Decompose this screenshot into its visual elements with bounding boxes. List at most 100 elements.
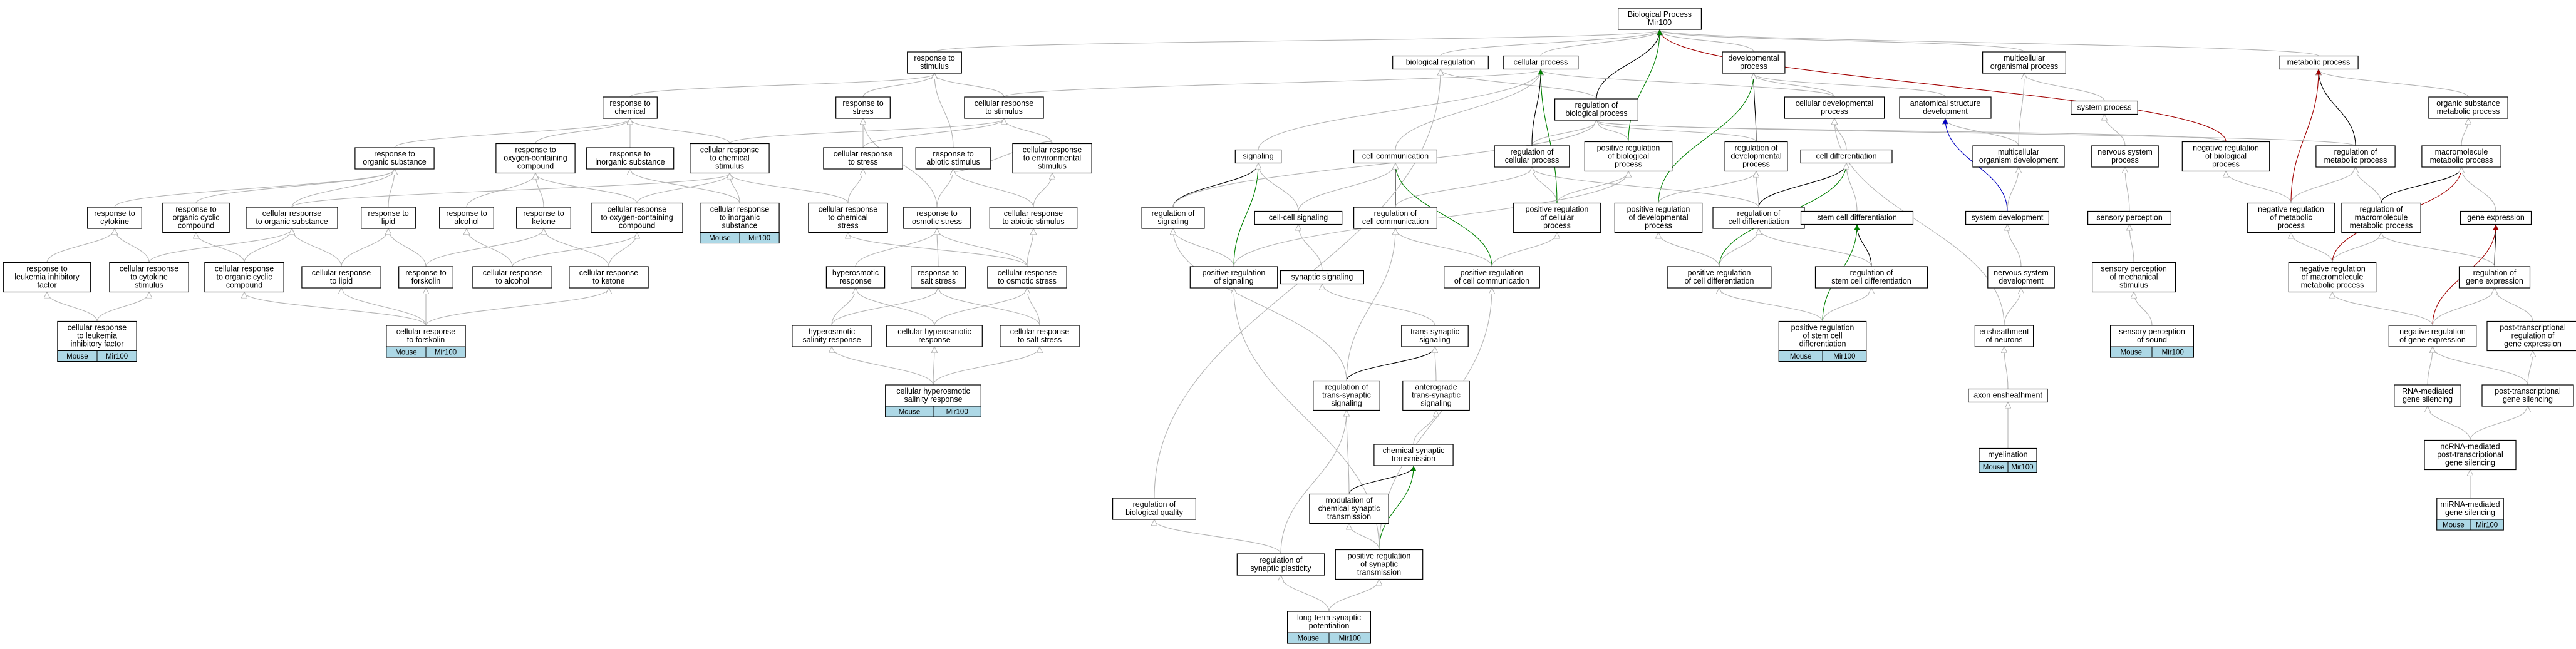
go-term-node-mp[interactable]: metabolic process xyxy=(2279,55,2359,70)
go-term-node-sig[interactable]: signaling xyxy=(1234,149,1282,164)
go-term-node-sysp[interactable]: system process xyxy=(2071,100,2138,115)
go-term-node-sensp[interactable]: sensory perception xyxy=(2087,210,2172,225)
go-term-node-ccs[interactable]: cell-cell signaling xyxy=(1254,210,1343,225)
go-term-node-cd[interactable]: cell differentiation xyxy=(1800,149,1893,164)
go-term-node-breg[interactable]: biological regulation xyxy=(1392,55,1489,70)
go-term-node-axe[interactable]: axon ensheathment xyxy=(1968,388,2048,403)
go-term-node-scd[interactable]: stem cell differentiation xyxy=(1800,210,1914,225)
go-term-node-sysdev[interactable]: system development xyxy=(1965,210,2050,225)
go-term-node-cp[interactable]: cellular process xyxy=(1503,55,1579,70)
go-term-node-ge[interactable]: gene expression xyxy=(2460,210,2532,225)
go-term-node-synsig[interactable]: synaptic signaling xyxy=(1280,270,1364,285)
go-term-node-cc[interactable]: cell communication xyxy=(1353,149,1438,164)
